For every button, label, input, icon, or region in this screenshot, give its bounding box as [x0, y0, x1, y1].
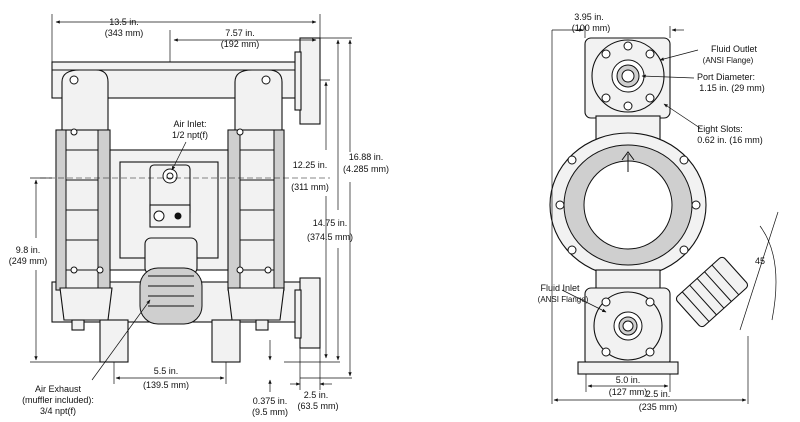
- flange-width-in: 3.95 in.: [574, 12, 604, 22]
- eight-slots-callout: Eight Slots: 0.62 in. (16 mm): [663, 103, 763, 145]
- air-exhaust-label: Air Exhaust: [35, 384, 82, 394]
- height-inlet-in: 9.8 in.: [16, 245, 41, 255]
- air-exhaust-callout: Air Exhaust (muffler included): 3/4 npt(…: [22, 299, 151, 416]
- left-fluid-chamber: [55, 69, 113, 321]
- flange-depth-mm: (63.5 mm): [297, 401, 338, 411]
- depth-overall-in: 2.5 in.: [646, 389, 671, 399]
- fluid-outlet-type: (ANSI Flange): [703, 56, 754, 65]
- outlet-flange: [584, 37, 671, 119]
- flange-depth-in: 2.5 in.: [304, 390, 329, 400]
- dim-foot-height: 0.375 in. (9.5 mm): [252, 340, 288, 417]
- dim-overall-depth: 2.5 in. (235 mm): [551, 30, 749, 412]
- base-spacing-in: 5.5 in.: [154, 366, 179, 376]
- dim-offset-width: 7.57 in. (192 mm): [169, 28, 317, 62]
- width-overall-in: 13.5 in.: [109, 17, 139, 27]
- height-total-in: 14.75 in.: [313, 218, 348, 228]
- air-exhaust-note: (muffler included):: [22, 395, 94, 405]
- inlet-flange: [584, 287, 671, 367]
- port-diameter-callout: Port Diameter: 1.15 in. (29 mm): [641, 72, 765, 93]
- height-outlet-mm: (311 mm): [291, 182, 329, 192]
- height-total-mm: (374.5 mm): [307, 232, 353, 242]
- dim-base-spacing: 5.5 in. (139.5 mm): [113, 362, 227, 390]
- angle-value: 45: [755, 256, 765, 266]
- eight-slots-label: Eight Slots:: [697, 124, 743, 134]
- height-overall-in: 16.88 in.: [349, 152, 384, 162]
- mounting-feet: [71, 319, 269, 363]
- fluid-outlet-label: Fluid Outlet: [711, 44, 758, 54]
- muffler: [139, 237, 203, 325]
- port-diameter-value: 1.15 in. (29 mm): [699, 83, 765, 93]
- side-muffler: [675, 256, 749, 328]
- base-width-mm: (127 mm): [609, 387, 648, 397]
- fluid-inlet-label: Fluid Inlet: [540, 283, 580, 293]
- fluid-outlet-callout: Fluid Outlet (ANSI Flange): [659, 44, 758, 65]
- dim-flange-depth: 2.5 in. (63.5 mm): [290, 348, 339, 411]
- depth-overall-mm: (235 mm): [639, 402, 678, 412]
- width-offset-in: 7.57 in.: [225, 28, 255, 38]
- fluid-inlet-callout: Fluid Inlet (ANSI Flange): [538, 283, 607, 313]
- dim-overall-width: 13.5 in. (343 mm): [51, 14, 321, 62]
- base-width-in: 5.0 in.: [616, 375, 641, 385]
- height-overall-mm: (4.285 mm): [343, 164, 389, 174]
- fluid-inlet-type: (ANSI Flange): [538, 295, 589, 304]
- air-inlet-label: Air Inlet:: [173, 119, 206, 129]
- air-inlet-callout: Air Inlet: 1/2 npt(f): [171, 119, 208, 171]
- height-outlet-in: 12.25 in.: [293, 160, 328, 170]
- foot-height-mm: (9.5 mm): [252, 407, 288, 417]
- flange-width-mm: (100 mm): [572, 23, 611, 33]
- front-view: 13.5 in. (343 mm) 7.57 in. (192 mm) Air …: [9, 14, 389, 417]
- right-fluid-chamber: [227, 69, 285, 321]
- side-chamber: [549, 132, 707, 278]
- eight-slots-value: 0.62 in. (16 mm): [697, 135, 763, 145]
- height-inlet-mm: (249 mm): [9, 256, 48, 266]
- dim-muffler-angle: 45: [739, 211, 779, 331]
- port-diameter-label: Port Diameter:: [697, 72, 755, 82]
- dim-heights: 12.25 in. (311 mm) 14.75 in. (374.5 mm) …: [284, 37, 389, 379]
- dim-base-width: 5.0 in. (127 mm): [585, 374, 671, 397]
- side-view: 3.95 in. (100 mm) Fluid Outlet (ANSI Fla…: [538, 12, 779, 412]
- width-overall-mm: (343 mm): [105, 28, 144, 38]
- dim-inlet-height: 9.8 in. (249 mm): [9, 177, 100, 363]
- air-inlet-size: 1/2 npt(f): [172, 130, 208, 140]
- width-offset-mm: (192 mm): [221, 39, 260, 49]
- base-spacing-mm: (139.5 mm): [143, 380, 189, 390]
- dim-flange-width: 3.95 in. (100 mm): [552, 12, 684, 38]
- side-base: [577, 361, 679, 375]
- foot-height-in: 0.375 in.: [253, 396, 288, 406]
- air-exhaust-size: 3/4 npt(f): [40, 406, 76, 416]
